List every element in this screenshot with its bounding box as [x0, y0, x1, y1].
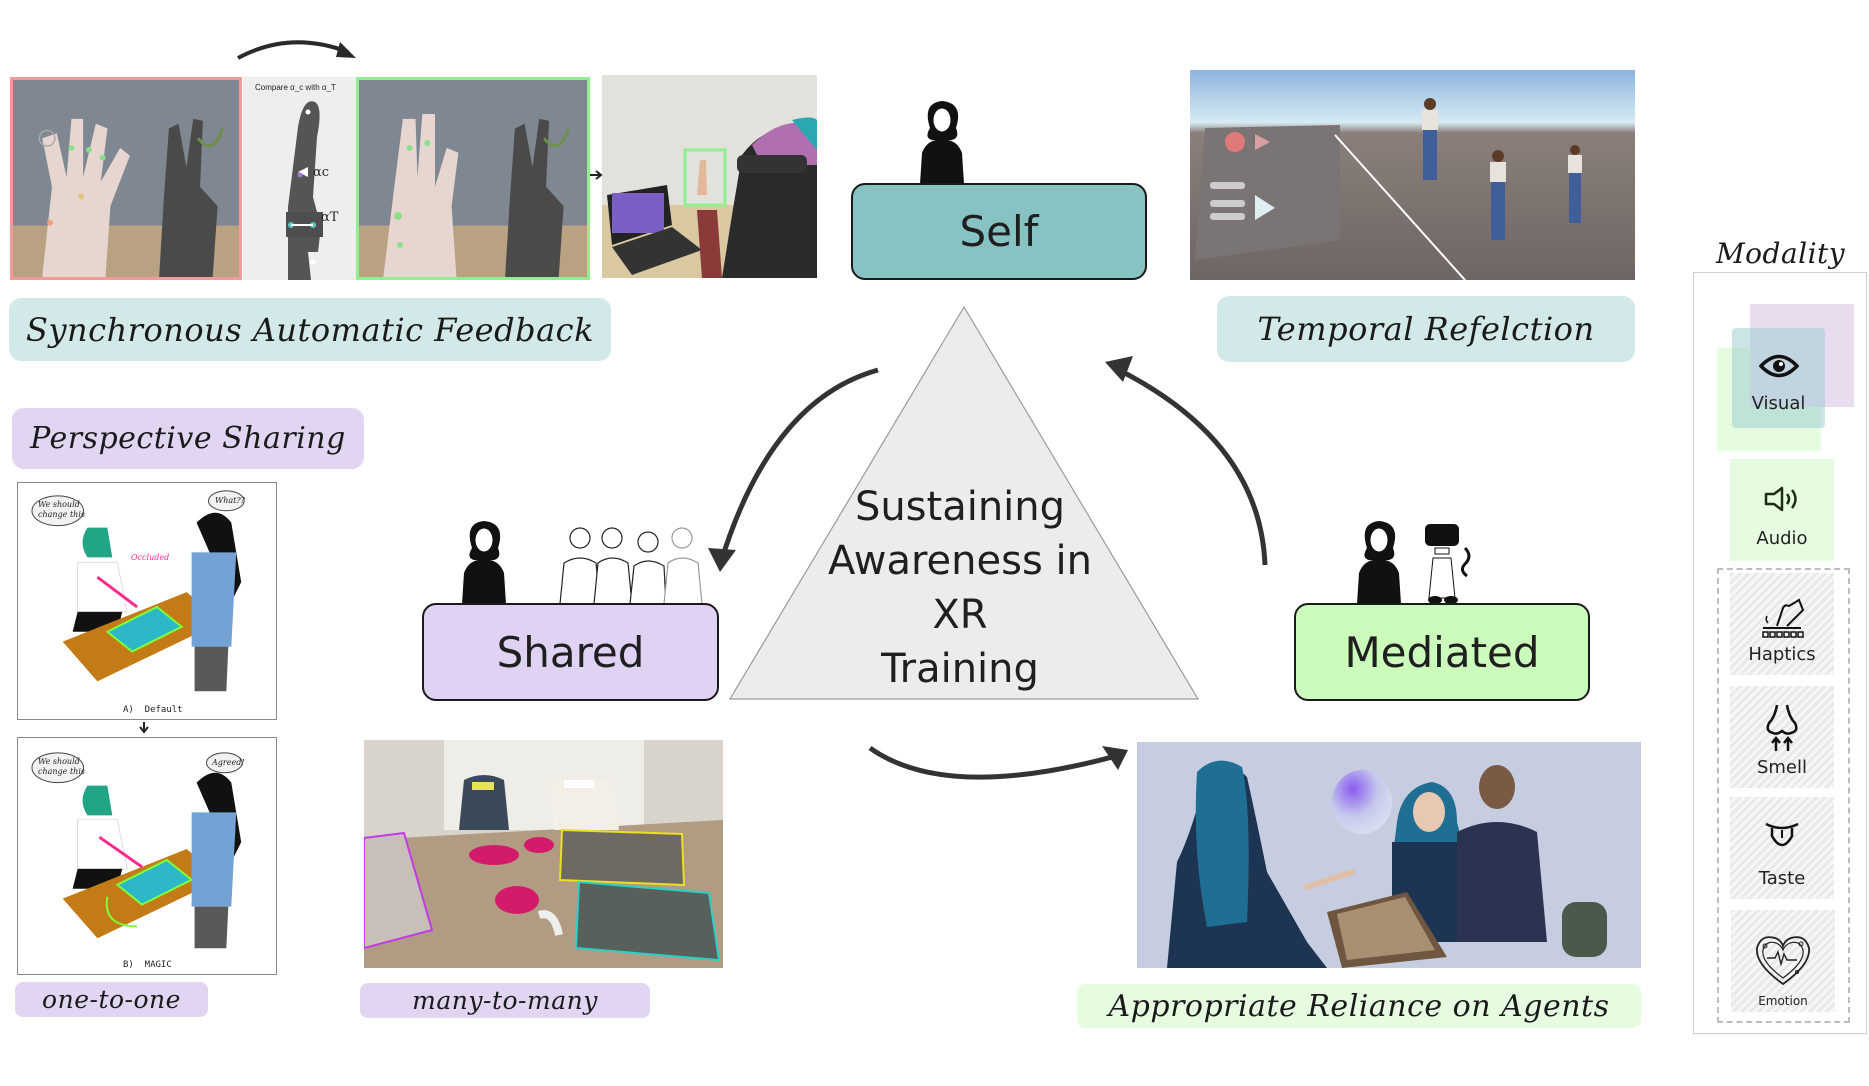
modality-visual-label: Visual	[1751, 393, 1806, 414]
hand-touch-icon	[1762, 598, 1805, 638]
hand-ar-photo-red	[10, 77, 242, 280]
person-robot-mediated	[1357, 521, 1471, 604]
mediated-node[interactable]: Mediated	[1294, 603, 1590, 701]
modality-smell-label: Smell	[1756, 757, 1808, 778]
shared-node[interactable]: Shared	[422, 603, 719, 701]
angle-label-t: αT	[321, 210, 339, 225]
modality-visual[interactable]: Visual	[1732, 328, 1825, 428]
modality-emotion-label: Emotion	[1758, 994, 1808, 1008]
modality-title: Modality	[1716, 237, 1846, 270]
compare-annotation: Compare α_c with α_T	[255, 83, 336, 92]
appropriate-reliance-label: Appropriate Reliance on Agents	[1077, 984, 1641, 1028]
nose-icon	[1766, 704, 1798, 751]
angle-label-c: αc	[313, 165, 330, 180]
cycle-arrow-self-to-shared	[708, 367, 879, 572]
perspective-panel-magic: We should change this Agreed! B) MAGIC	[17, 737, 277, 975]
temporal-vr-replay-photo	[1190, 70, 1635, 280]
agents-chess-scene	[1137, 742, 1641, 968]
many-to-many-photo	[364, 740, 723, 968]
tongue-icon	[1765, 822, 1799, 847]
center-title-line-3: Training	[881, 646, 1039, 692]
perspective-sharing-label: Perspective Sharing	[12, 408, 364, 469]
hololens-user-photo	[602, 75, 817, 278]
modality-audio-label: Audio	[1756, 528, 1808, 549]
speech-bubble-left-a: We should change this	[38, 500, 85, 519]
center-title: Sustaining Awareness in XR Training	[800, 480, 1120, 696]
hand-ar-photo-green	[356, 77, 590, 280]
panel-caption-default: A) Default	[123, 705, 183, 715]
modality-taste[interactable]: Taste	[1730, 797, 1834, 899]
speech-bubble-right-b: Agreed!	[212, 758, 245, 767]
modality-panel: Visual Audio Haptics Smell	[1693, 272, 1867, 1034]
modality-haptics[interactable]: Haptics	[1730, 573, 1834, 675]
modality-emotion[interactable]: Emotion	[1731, 910, 1835, 1012]
person-figure-self	[920, 101, 964, 184]
future-modalities-group	[1717, 568, 1850, 1023]
modality-smell[interactable]: Smell	[1730, 686, 1834, 788]
speech-bubble-right-a: What??	[215, 496, 245, 505]
temporal-reflection-label: Temporal Refelction	[1217, 296, 1635, 362]
one-to-one-label: one-to-one	[15, 982, 208, 1017]
heart-pulse-icon	[1756, 936, 1810, 986]
center-title-line-1: Sustaining	[854, 484, 1066, 530]
visual-bg-teal	[1732, 328, 1825, 428]
occluded-annotation: Occluded	[131, 553, 170, 562]
arrow-small-right	[590, 170, 603, 180]
self-node[interactable]: Self	[851, 183, 1147, 280]
synchronous-automatic-feedback-label: Synchronous Automatic Feedback	[9, 298, 611, 361]
center-title-line-2: Awareness in XR	[828, 538, 1092, 638]
modality-audio[interactable]: Audio	[1730, 459, 1834, 561]
panel-caption-magic: B) MAGIC	[123, 960, 172, 970]
people-group-shared	[462, 521, 703, 604]
speaker-icon	[1764, 486, 1797, 512]
arrow-down-small	[139, 722, 149, 734]
eye-icon	[1758, 354, 1799, 378]
cycle-arrow-shared-to-mediated	[868, 745, 1128, 780]
speech-bubble-left-b: We should change this	[38, 757, 85, 776]
curved-arrow-top	[237, 40, 356, 60]
many-to-many-label: many-to-many	[360, 983, 650, 1018]
modality-taste-label: Taste	[1758, 868, 1806, 889]
perspective-panel-default: We should change this What?? Occluded A)…	[17, 482, 277, 720]
modality-haptics-label: Haptics	[1748, 644, 1816, 665]
cycle-arrow-mediated-to-self	[1105, 356, 1268, 566]
finger-angle-diagram: Compare α_c with α_T αc αT	[243, 77, 356, 280]
awareness-triangle	[728, 305, 1200, 700]
